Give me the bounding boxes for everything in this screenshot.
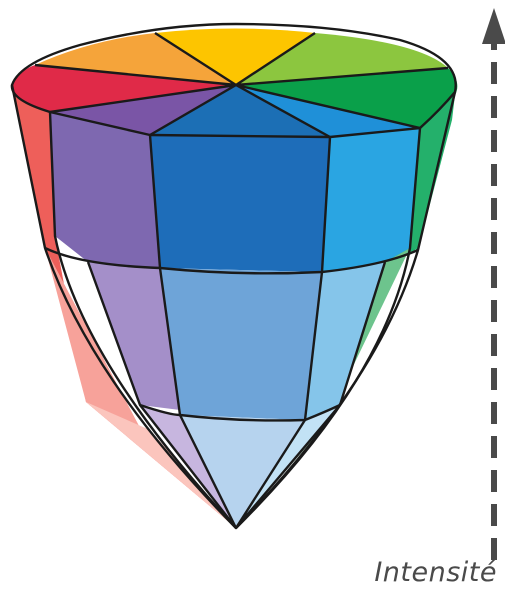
- face-skyblue-upper: [322, 128, 420, 272]
- axis-label-intensite: Intensité: [374, 557, 497, 588]
- face-purple-upper: [50, 112, 160, 268]
- face-blue-upper: [150, 135, 330, 272]
- intensity-axis-arrowhead: [482, 8, 505, 44]
- face-blue-mid: [160, 268, 322, 420]
